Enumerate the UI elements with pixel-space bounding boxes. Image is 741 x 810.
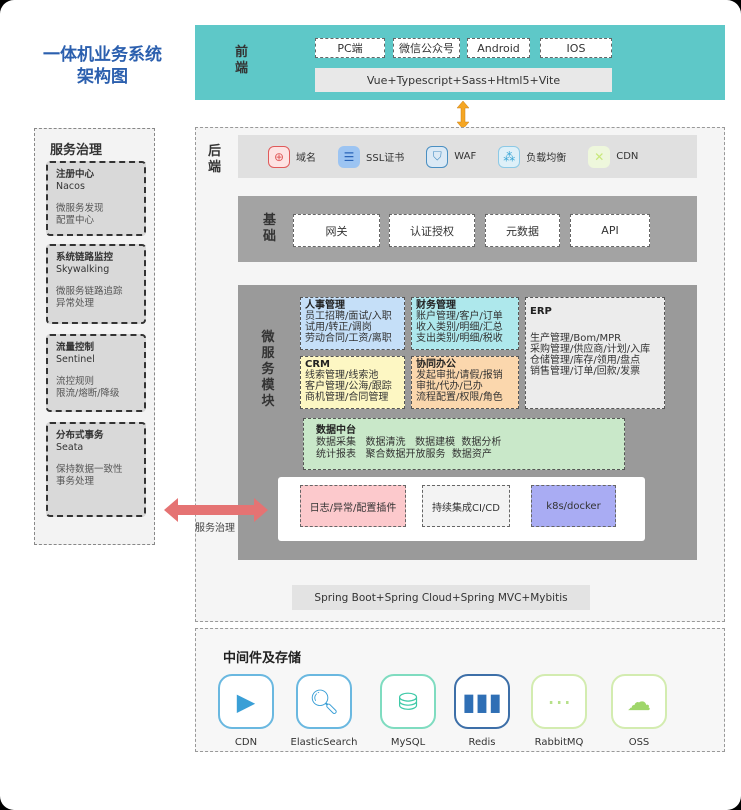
cdn-icon: ✕ <box>588 145 611 168</box>
double-arrow-icon <box>456 100 470 130</box>
middleware-label: Redis <box>468 737 496 748</box>
module-finance: 财务管理账户管理/客户/订单收入类别/明细/汇总支出类别/明细/税收 <box>411 297 519 350</box>
search-icon: 🔍︎ <box>296 674 352 729</box>
module-data-center: 数据中台数据采集 数据清洗 数据建模 数据分析统计报表 聚合数据开放服务 数据资… <box>303 418 625 470</box>
middleware-label: RabbitMQ <box>534 737 584 748</box>
infra-lb: ⁂负载均衡 <box>498 145 566 168</box>
frontend-label: 前端 <box>235 45 249 76</box>
microservice-section: 微服务模块 人事管理员工招聘/面试/入职试用/转正/调岗劳动合同/工资/离职 财… <box>238 285 697 560</box>
frontend-stack: Vue+Typescript+Sass+Html5+Vite <box>315 68 612 92</box>
infra-domain: ⊕域名 <box>268 145 316 168</box>
network-icon: ⁂ <box>498 145 521 168</box>
base-metadata: 元数据 <box>485 214 560 247</box>
redis-icon: ▮▮▮ <box>454 674 510 729</box>
infra-waf: ⛉WAF <box>426 145 476 168</box>
middleware-label: OSS <box>628 737 650 748</box>
base-label: 基础 <box>263 213 277 244</box>
module-hr: 人事管理员工招聘/面试/入职试用/转正/调岗劳动合同/工资/离职 <box>300 297 405 350</box>
governance-arrow-label: 服务治理 <box>195 523 235 534</box>
governance-title: 服务治理 <box>50 143 103 158</box>
client-pc: PC端 <box>315 38 385 58</box>
middleware-section: 中间件及存储 ▶ CDN 🔍︎ ElasticSearch ⛁ MySQL ▮▮… <box>195 628 725 752</box>
middleware-label: ElasticSearch <box>290 737 358 748</box>
governance-arrow-icon <box>164 498 268 522</box>
base-api: API <box>570 214 650 247</box>
infra-row: ⊕域名 ☰SSL证书 ⛉WAF ⁂负载均衡 ✕CDN <box>238 135 697 178</box>
infra-cdn: ✕CDN <box>588 145 638 168</box>
module-oa: 协同办公发起审批/请假/报销审批/代办/已办流程配置/权限/角色 <box>411 356 519 409</box>
client-wechat: 微信公众号 <box>393 38 460 58</box>
ops-k8s: k8s/docker <box>531 485 616 527</box>
ops-cicd: 持续集成CI/CD <box>422 485 510 527</box>
base-auth: 认证授权 <box>389 214 475 247</box>
client-android: Android <box>467 38 530 58</box>
ops-logging: 日志/异常/配置插件 <box>300 485 406 527</box>
globe-icon: ⊕ <box>268 145 290 168</box>
certificate-icon: ☰ <box>338 145 360 168</box>
client-ios: IOS <box>540 38 612 58</box>
infra-ssl: ☰SSL证书 <box>338 145 404 168</box>
ops-panel: 日志/异常/配置插件 持续集成CI/CD k8s/docker <box>278 477 645 541</box>
microservice-label: 微服务模块 <box>261 330 275 409</box>
middleware-label: CDN <box>234 737 258 748</box>
message-icon: ⋯ <box>531 674 587 729</box>
shield-icon: ⛉ <box>426 145 449 168</box>
backend-framework: Spring Boot+Spring Cloud+Spring MVC+Mybi… <box>292 585 590 610</box>
middleware-label: MySQL <box>390 737 426 748</box>
frontend-section: 前端 PC端 微信公众号 Android IOS Vue+Typescript+… <box>195 25 725 100</box>
cloud-icon: ☁ <box>611 674 667 729</box>
diagram-title: 一体机业务系统架构图 <box>43 45 162 87</box>
base-section: 基础 网关 认证授权 元数据 API <box>238 196 697 262</box>
backend-label: 后端 <box>208 144 222 175</box>
base-gateway: 网关 <box>293 214 380 247</box>
middleware-title: 中间件及存储 <box>223 651 302 666</box>
play-icon: ▶ <box>218 674 274 729</box>
database-icon: ⛁ <box>380 674 436 729</box>
